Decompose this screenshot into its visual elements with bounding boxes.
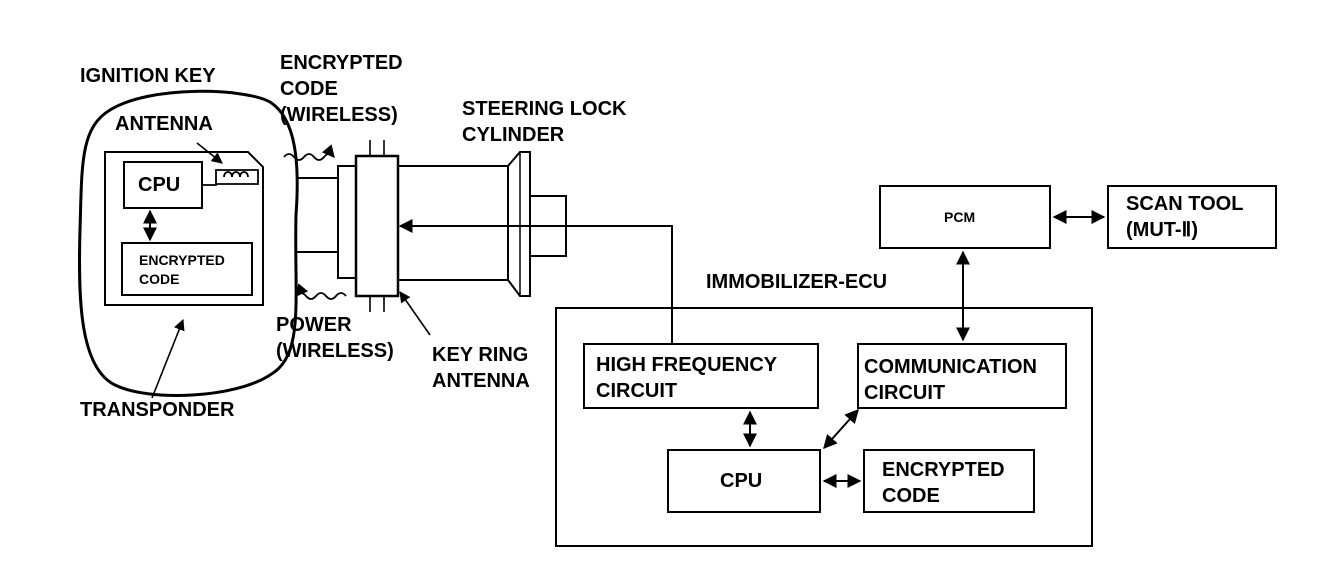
key-cpu-label: CPU <box>138 174 181 196</box>
pcm-label: PCM <box>944 209 976 225</box>
slc-line-1: STEERING LOCK <box>462 98 627 120</box>
coil-wire <box>202 169 259 186</box>
encrypted-code-wireless-label: ENCRYPTED CODE (WIRELESS) <box>280 50 403 128</box>
ignition-key-outline <box>77 89 299 397</box>
immobilizer-ecu-label: IMMOBILIZER-ECU <box>706 271 888 293</box>
ecu-encrypted-code-box <box>863 449 1035 513</box>
cc-line-2: CIRCUIT <box>864 382 946 404</box>
ecu-encrypted-code-label: ENCRYPTED CODE <box>882 457 1005 509</box>
scan-tool-line-2: (MUT-Ⅱ) <box>1126 219 1199 241</box>
ignition-key-label: IGNITION KEY <box>80 65 216 87</box>
key-ring-antenna-body <box>354 154 400 298</box>
scan-tool-line-1: SCAN TOOL <box>1126 193 1244 215</box>
antenna-pointer <box>196 142 223 164</box>
transponder-label: TRANSPONDER <box>80 399 235 421</box>
transponder-pointer <box>151 318 185 399</box>
kra-line-1: KEY RING <box>432 344 529 366</box>
antenna-label: ANTENNA <box>115 113 213 135</box>
scan-tool-label: SCAN TOOL (MUT-Ⅱ) <box>1126 191 1243 243</box>
scan-tool-box <box>1107 185 1277 249</box>
slc-line-2: CYLINDER <box>462 124 565 146</box>
cylinder-front-flange <box>337 165 357 279</box>
power-wireless-wave <box>295 283 347 300</box>
key-ring-antenna-label: KEY RING ANTENNA <box>432 342 530 394</box>
pcm-box <box>879 185 1051 249</box>
immobilizer-ecu-box <box>555 307 1093 547</box>
cc-line-1: COMMUNICATION <box>864 356 1037 378</box>
antenna-coil-icon <box>223 171 249 178</box>
power-wireless-label: POWER (WIRELESS) <box>276 312 394 364</box>
eec-line-2: CODE <box>882 485 940 507</box>
pw-line-2: (WIRELESS) <box>276 340 394 362</box>
ecw-line-2: CODE <box>280 78 338 100</box>
eec-line-1: ENCRYPTED <box>882 459 1005 481</box>
high-frequency-circuit-box <box>583 343 819 409</box>
comm-cpu-arrow <box>823 408 859 450</box>
pw-line-1: POWER <box>276 314 352 336</box>
kra-line-2: ANTENNA <box>432 370 530 392</box>
ecw-line-1: ENCRYPTED <box>280 52 403 74</box>
encrypted-code-wireless-wave <box>283 144 335 161</box>
communication-circuit-label: COMMUNICATION CIRCUIT <box>864 354 1037 406</box>
hfc-line-2: CIRCUIT <box>596 380 678 402</box>
key-ring-antenna-pointer <box>399 291 431 336</box>
cylinder-rear-flange <box>507 151 531 297</box>
steering-lock-cylinder-label: STEERING LOCK CYLINDER <box>462 96 626 148</box>
communication-circuit-box <box>857 343 1067 409</box>
transponder-box <box>104 151 264 306</box>
ecw-line-3: (WIRELESS) <box>280 104 398 126</box>
hfc-line-1: HIGH FREQUENCY <box>596 354 778 376</box>
key-encrypted-code-line-2: CODE <box>139 270 180 287</box>
key-encrypted-code-box <box>121 242 253 296</box>
key-encrypted-code-label: ENCRYPTED CODE <box>139 251 225 289</box>
ecu-cpu-box <box>667 449 821 513</box>
hf-to-antenna-line <box>398 219 673 345</box>
ecu-cpu-label: CPU <box>720 470 763 492</box>
key-encrypted-code-line-1: ENCRYPTED <box>139 252 225 268</box>
high-frequency-circuit-label: HIGH FREQUENCY CIRCUIT <box>596 352 777 404</box>
